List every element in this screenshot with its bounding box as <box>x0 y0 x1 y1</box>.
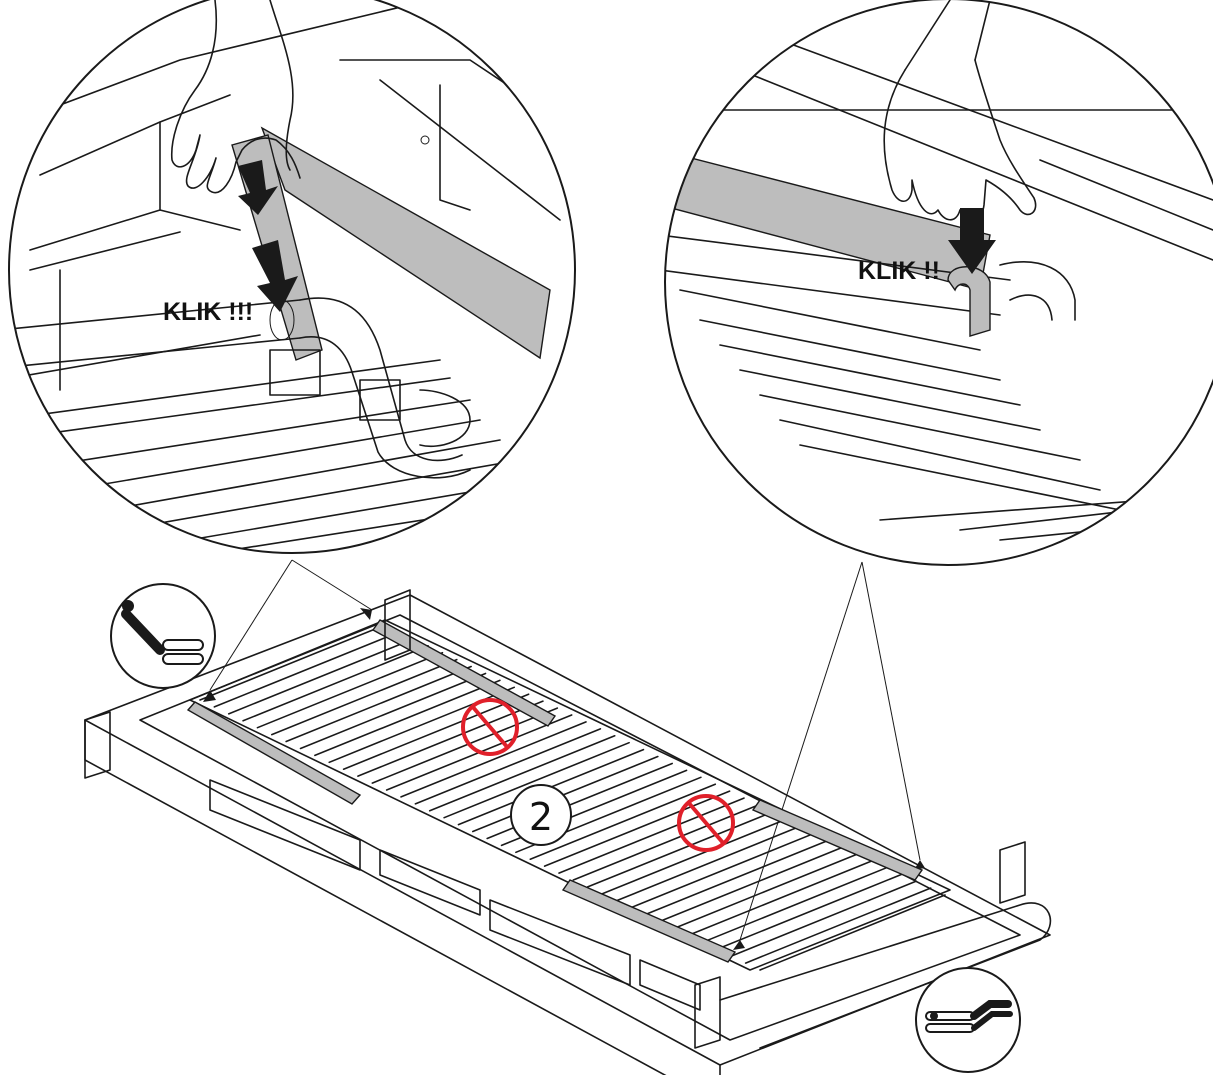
slat <box>256 651 444 729</box>
slat <box>443 741 630 819</box>
slat <box>644 838 831 916</box>
slat <box>199 624 386 701</box>
raised-back-position-icon <box>110 583 216 689</box>
right-klik-label: KLIK !! <box>858 257 940 285</box>
slat <box>558 797 745 874</box>
prohibition-sign-icon <box>677 794 735 852</box>
slat <box>701 866 889 944</box>
slat <box>586 811 774 888</box>
slat <box>227 638 415 715</box>
left-klik-label: KLIK !!! <box>163 298 253 326</box>
slat <box>314 679 501 757</box>
slat <box>730 880 918 957</box>
slat-group <box>199 624 946 971</box>
right-detail-view: KLIK !! <box>664 0 1213 566</box>
slat <box>687 859 875 937</box>
slat <box>601 818 788 895</box>
slat <box>285 665 472 743</box>
slat <box>242 644 429 722</box>
slat <box>400 721 587 798</box>
slat <box>716 873 903 951</box>
bed-base-frame <box>84 589 1052 1075</box>
slat <box>371 707 559 784</box>
down-arrow-icon <box>948 208 996 274</box>
prohibition-sign-icon <box>461 698 519 756</box>
slat <box>673 852 860 930</box>
slat <box>414 728 602 805</box>
slat <box>615 824 803 902</box>
down-arrow-icon <box>252 240 298 312</box>
slat <box>529 783 717 861</box>
step-badge: 2 <box>510 784 572 846</box>
slat <box>213 631 401 708</box>
flat-legs-raised-position-icon <box>915 967 1021 1073</box>
slat <box>744 887 932 964</box>
slat <box>270 658 458 736</box>
slat <box>299 672 487 750</box>
leader-lines <box>203 559 925 950</box>
slat <box>543 790 731 867</box>
slat <box>342 693 530 771</box>
slat <box>472 755 659 833</box>
slat <box>759 894 946 971</box>
slat <box>572 804 760 881</box>
slat <box>629 831 817 909</box>
step-number: 2 <box>529 795 553 839</box>
slat <box>428 734 616 812</box>
left-detail-view: KLIK !!! <box>8 0 576 554</box>
slat <box>658 845 846 923</box>
down-arrow-icon <box>238 160 278 215</box>
